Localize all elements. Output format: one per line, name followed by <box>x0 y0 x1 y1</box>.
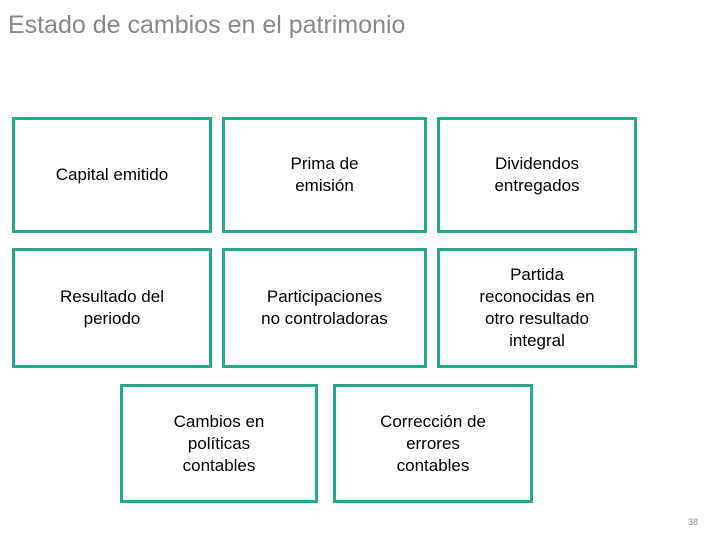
concept-box-label: Cambios en políticas contables <box>173 411 265 475</box>
concept-box-participaciones-no-controladoras[interactable]: Participaciones no controladoras <box>222 248 427 368</box>
concept-box-cambios-en-politicas-contables[interactable]: Cambios en políticas contables <box>120 384 318 503</box>
page-title: Estado de cambios en el patrimonio <box>8 11 406 39</box>
page-number: 38 <box>687 517 698 527</box>
concept-box-label: Corrección de errores contables <box>380 411 486 475</box>
concept-box-label: Resultado del periodo <box>60 287 164 328</box>
concept-box-prima-emision[interactable]: Prima de emisión <box>222 117 427 233</box>
concept-box-label: Participaciones no controladoras <box>261 287 388 328</box>
concept-box-partida-otro-resultado-integral[interactable]: Partida reconocidas en otro resultado in… <box>437 248 637 368</box>
concept-box-capital-emitido[interactable]: Capital emitido <box>12 117 212 233</box>
concept-box-label: Partida reconocidas en otro resultado in… <box>479 265 595 350</box>
concept-box-correccion-de-errores-contables[interactable]: Corrección de errores contables <box>333 384 533 503</box>
concept-box-resultado-del-periodo[interactable]: Resultado del periodo <box>12 248 212 368</box>
concept-box-dividendos-entregados[interactable]: Dividendos entregados <box>437 117 637 233</box>
concept-box-label: Prima de emisión <box>290 154 359 195</box>
concept-box-label: Dividendos entregados <box>494 154 580 195</box>
concept-box-label: Capital emitido <box>55 165 169 184</box>
